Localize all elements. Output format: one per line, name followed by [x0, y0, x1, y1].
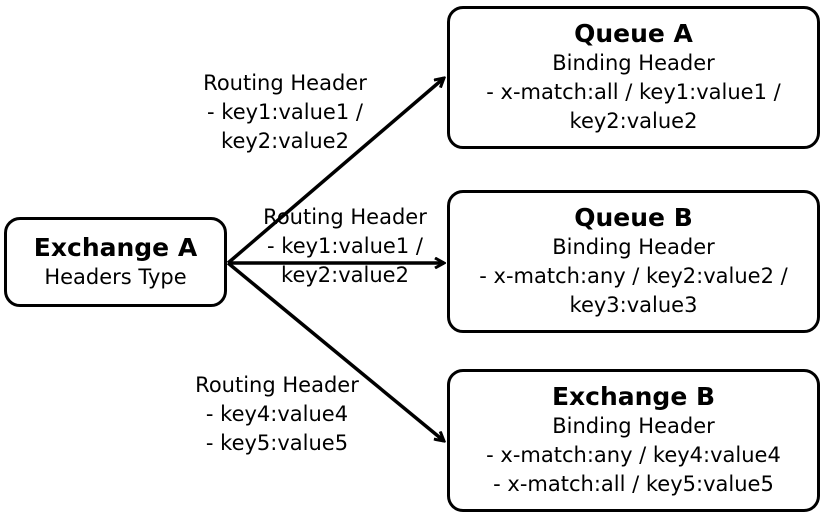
binding-header-label: Binding Header — [552, 414, 715, 438]
routing-key: - key4:value4 — [205, 402, 349, 426]
routing-key: key2:value2 — [281, 263, 409, 287]
binding-rule: - x-match:any / key4:value4 — [486, 443, 781, 467]
routing-header-label: Routing Header — [203, 71, 367, 95]
binding-rule: - x-match:all / key1:value1 / — [486, 80, 781, 104]
binding-rule: key3:value3 — [569, 293, 698, 317]
binding-header-label: Binding Header — [552, 51, 715, 75]
routing-label-queue-a: Routing Header - key1:value1 / key2:valu… — [180, 69, 390, 156]
routing-key: - key1:value1 / — [267, 234, 423, 258]
node-title: Exchange B — [551, 382, 716, 411]
binding-rule: key2:value2 — [569, 109, 698, 133]
routing-header-label: Routing Header — [195, 373, 359, 397]
binding-header-label: Binding Header — [552, 235, 715, 259]
node-title: Queue A — [574, 19, 693, 48]
routing-key: - key5:value5 — [205, 431, 349, 455]
exchange-a-node: Exchange A Headers Type — [4, 217, 227, 307]
routing-label-queue-b: Routing Header - key1:value1 / key2:valu… — [240, 203, 450, 290]
routing-label-exchange-b: Routing Header - key4:value4 - key5:valu… — [172, 371, 382, 458]
binding-rule: - x-match:all / key5:value5 — [493, 472, 774, 496]
node-subtitle: Headers Type — [44, 264, 187, 289]
routing-key: key2:value2 — [221, 129, 349, 153]
queue-b-node: Queue B Binding Header - x-match:any / k… — [447, 190, 820, 333]
arrow-to-queue-a — [226, 78, 444, 265]
arrow-to-exchange-b — [226, 261, 444, 441]
routing-header-label: Routing Header — [263, 205, 427, 229]
node-title: Exchange A — [33, 232, 198, 262]
exchange-b-node: Exchange B Binding Header - x-match:any … — [447, 369, 820, 512]
node-title: Queue B — [574, 203, 693, 232]
routing-key: - key1:value1 / — [207, 100, 363, 124]
queue-a-node: Queue A Binding Header - x-match:all / k… — [447, 6, 820, 149]
binding-rule: - x-match:any / key2:value2 / — [479, 264, 788, 288]
